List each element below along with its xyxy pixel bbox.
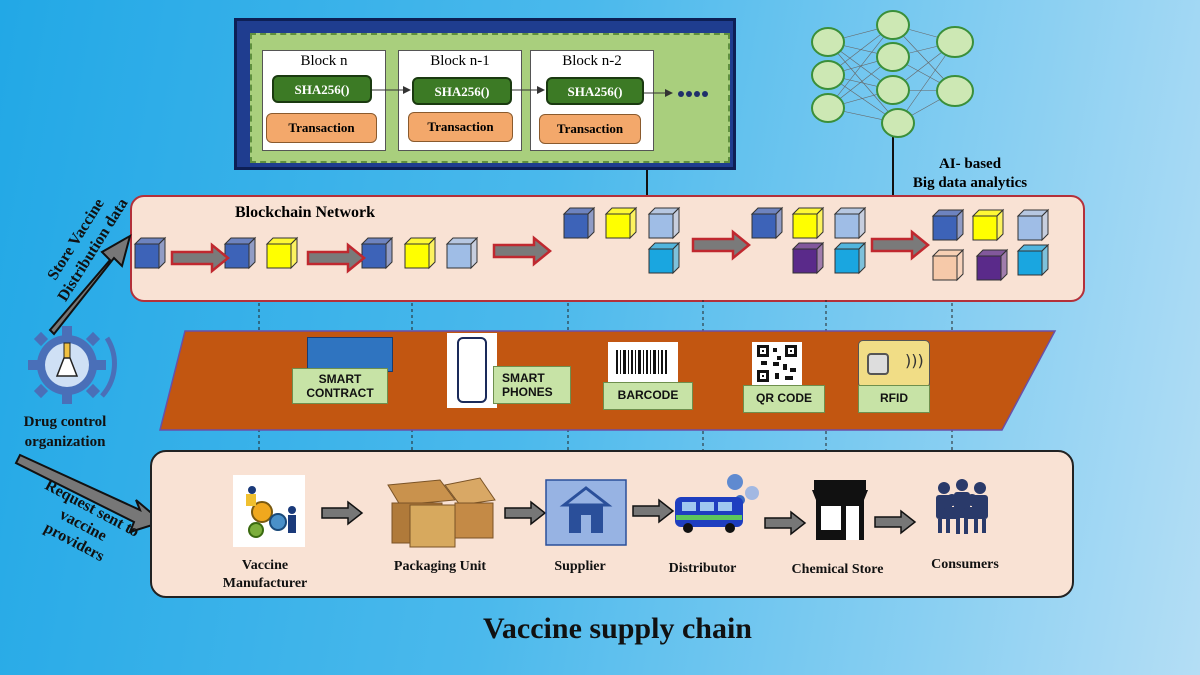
packaging-icon (387, 477, 496, 548)
ai-analytics-label: AI- based Big data analytics (900, 155, 1040, 193)
block-n-2-hash: SHA256() (546, 77, 644, 105)
smart-contract-line1: SMART (318, 372, 362, 386)
barcode-icon (608, 342, 678, 382)
request-arrow (14, 453, 165, 534)
step-manufacturer: Vaccine Manufacturer (210, 557, 320, 593)
block-n-1-hash: SHA256() (412, 77, 512, 105)
step-chemical-store: Chemical Store (791, 562, 884, 577)
ai-line1: AI- based (938, 156, 1002, 172)
step-distributor: Distributor (668, 561, 737, 576)
ellipsis-dots (678, 91, 708, 97)
chemical-store-icon (812, 480, 868, 540)
qr-code-icon (752, 342, 802, 385)
step-consumers: Consumers (931, 557, 999, 572)
block-n-2-transaction: Transaction (539, 114, 641, 144)
block-n-title: Block n (300, 53, 348, 69)
diagram-footer-title: Vaccine supply chain (483, 612, 752, 645)
block-n-1-title: Block n-1 (430, 53, 490, 69)
block-n-2-title: Block n-2 (562, 53, 622, 69)
drug-control-label: Drug control organization (0, 412, 130, 452)
rfid-icon: ))) (858, 340, 930, 388)
smart-phones-line1: SMART (502, 371, 545, 385)
ai-line2: Big data analytics (912, 175, 1028, 191)
neural-network-icon (811, 10, 974, 138)
smart-contract-line2: CONTRACT (306, 386, 374, 400)
smart-phones-label: SMART PHONES (493, 366, 571, 404)
rfid-label: RFID (858, 385, 930, 413)
qr-code-label: QR CODE (743, 385, 825, 413)
smart-phones-line2: PHONES (502, 385, 553, 399)
step-manufacturer-line2: Manufacturer (222, 576, 308, 591)
step-supplier: Supplier (554, 559, 606, 574)
blockchain-network-title: Blockchain Network (235, 204, 375, 221)
barcode-label: BARCODE (603, 382, 693, 410)
smart-contract-icon (307, 337, 393, 372)
drug-control-line2: organization (24, 434, 106, 450)
store-data-arrow (48, 233, 132, 336)
distributor-icon (675, 474, 759, 533)
block-n-1-transaction: Transaction (408, 112, 513, 142)
drug-control-gear-icon (28, 326, 117, 404)
smart-contract-label: SMART CONTRACT (292, 368, 388, 404)
smartphone-icon (447, 333, 497, 408)
manufacturer-icon (233, 475, 305, 547)
step-packaging: Packaging Unit (393, 559, 487, 574)
block-n-transaction: Transaction (266, 113, 377, 143)
consumers-icon (936, 479, 988, 534)
step-manufacturer-line1: Vaccine (241, 558, 289, 573)
supplier-icon (545, 479, 627, 546)
block-n-hash: SHA256() (272, 75, 372, 103)
drug-control-line1: Drug control (23, 414, 107, 430)
